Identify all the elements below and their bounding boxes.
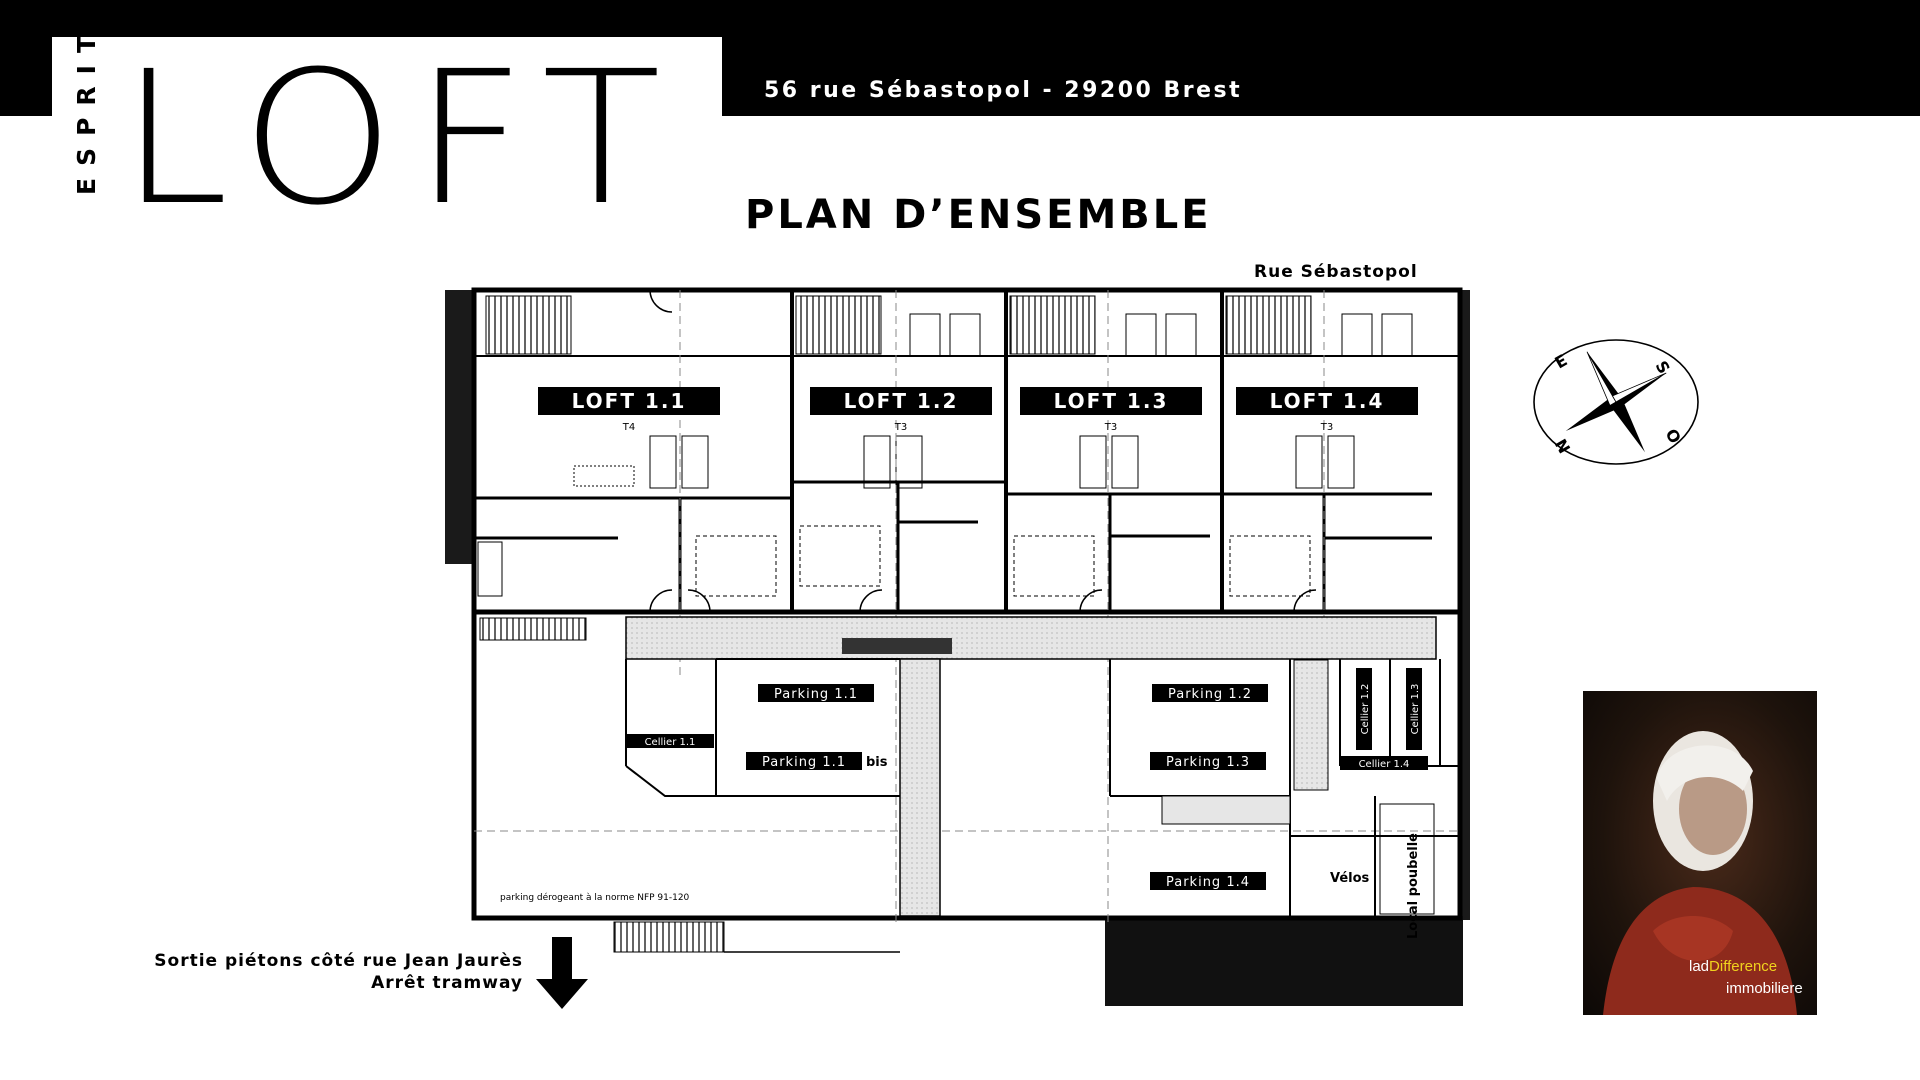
agency-name-prefix: lad xyxy=(1689,958,1710,975)
floor-plan: LOFT 1.1 T4 LOFT 1.2 T3 LOFT 1.3 T3 LOFT… xyxy=(445,287,1470,1006)
address: 56 rue Sébastopol - 29200 Brest xyxy=(764,78,1243,103)
loft-1-4-type: T3 xyxy=(1320,422,1333,433)
page-title: PLAN D’ENSEMBLE xyxy=(745,192,1212,238)
agency-name-highlight: Difference xyxy=(1709,958,1778,975)
left-wall-block xyxy=(445,290,475,564)
loft-1-2-label: LOFT 1.2 xyxy=(844,389,959,413)
cellier-1-2: Cellier 1.2 xyxy=(1356,668,1372,750)
bottom-right-dark-block xyxy=(1105,916,1463,1006)
cellier-1-3-label: Cellier 1.3 xyxy=(1410,684,1421,735)
corridor xyxy=(625,616,1437,660)
stair-lower xyxy=(479,617,587,641)
building-outline xyxy=(471,287,1463,921)
parking-1-1-label: Parking 1.1 xyxy=(774,687,858,702)
cellier-1-4: Cellier 1.4 xyxy=(1340,756,1428,770)
loft-1-4: LOFT 1.4 T3 xyxy=(1236,387,1418,433)
stair-2 xyxy=(795,295,882,355)
arrow-down-icon xyxy=(536,937,588,1009)
stair-3 xyxy=(1009,295,1096,355)
exit-note-line1: Sortie piétons côté rue Jean Jaurès xyxy=(154,951,523,971)
portrait-image xyxy=(1603,731,1797,1015)
parking-1-2-label: Parking 1.2 xyxy=(1168,687,1252,702)
loft-1-1-type: T4 xyxy=(622,422,635,433)
cellier-1-2-label: Cellier 1.2 xyxy=(1360,684,1371,735)
agency-name: ladDifference xyxy=(1689,958,1777,975)
parking-1-3-label: Parking 1.3 xyxy=(1166,755,1250,770)
logo-card xyxy=(52,37,722,215)
parking-1-1-bis-suffix: bis xyxy=(866,755,888,770)
agency-name-line2: immobiliere xyxy=(1726,980,1803,997)
parking-1-4-label: Parking 1.4 xyxy=(1166,875,1250,890)
loft-1-4-label: LOFT 1.4 xyxy=(1270,389,1385,413)
parking-1-1: Parking 1.1 xyxy=(758,684,874,702)
stair-entrance xyxy=(613,921,725,953)
stair-1 xyxy=(485,295,572,355)
parking-1-1-bis: Parking 1.1 bis xyxy=(746,752,888,770)
brand-loft-logo: LOFT xyxy=(120,62,680,212)
loft-1-2: LOFT 1.2 T3 xyxy=(810,387,992,433)
compass: E S N O xyxy=(1533,339,1699,465)
parking-1-3: Parking 1.3 xyxy=(1150,752,1266,770)
loft-1-2-type: T3 xyxy=(894,422,907,433)
street-label-top: Rue Sébastopol xyxy=(1254,262,1418,282)
loft-1-3-label: LOFT 1.3 xyxy=(1054,389,1169,413)
local-poubelle-label: Local poubelle xyxy=(1406,833,1421,939)
brand-esprit: ESPRIT xyxy=(72,23,101,195)
corridor-vertical xyxy=(899,658,941,917)
stair-4 xyxy=(1225,295,1312,355)
cellier-1-1-label: Cellier 1.1 xyxy=(645,737,696,748)
loft-1-1-label: LOFT 1.1 xyxy=(572,389,687,413)
brand-loft-text: LOFT xyxy=(120,62,680,212)
parking-1-1-bis-label: Parking 1.1 xyxy=(762,755,846,770)
agency-card: ladDifference immobiliere xyxy=(1583,691,1817,1015)
exit-note: Sortie piétons côté rue Jean Jaurès Arrê… xyxy=(154,950,523,994)
exit-note-line2: Arrêt tramway xyxy=(371,973,523,993)
loft-1-3-type: T3 xyxy=(1104,422,1117,433)
cellier-1-1: Cellier 1.1 xyxy=(626,734,714,748)
velos-label: Vélos xyxy=(1330,871,1370,886)
cellier-1-3: Cellier 1.3 xyxy=(1406,668,1422,750)
parking-1-2: Parking 1.2 xyxy=(1152,684,1268,702)
cellier-1-4-label: Cellier 1.4 xyxy=(1359,759,1410,770)
parking-norm-note: parking dérogeant à la norme NFP 91-120 xyxy=(500,892,690,903)
parking-1-4: Parking 1.4 xyxy=(1150,872,1266,890)
loft-1-1: LOFT 1.1 T4 xyxy=(538,387,720,433)
loft-1-3: LOFT 1.3 T3 xyxy=(1020,387,1202,433)
